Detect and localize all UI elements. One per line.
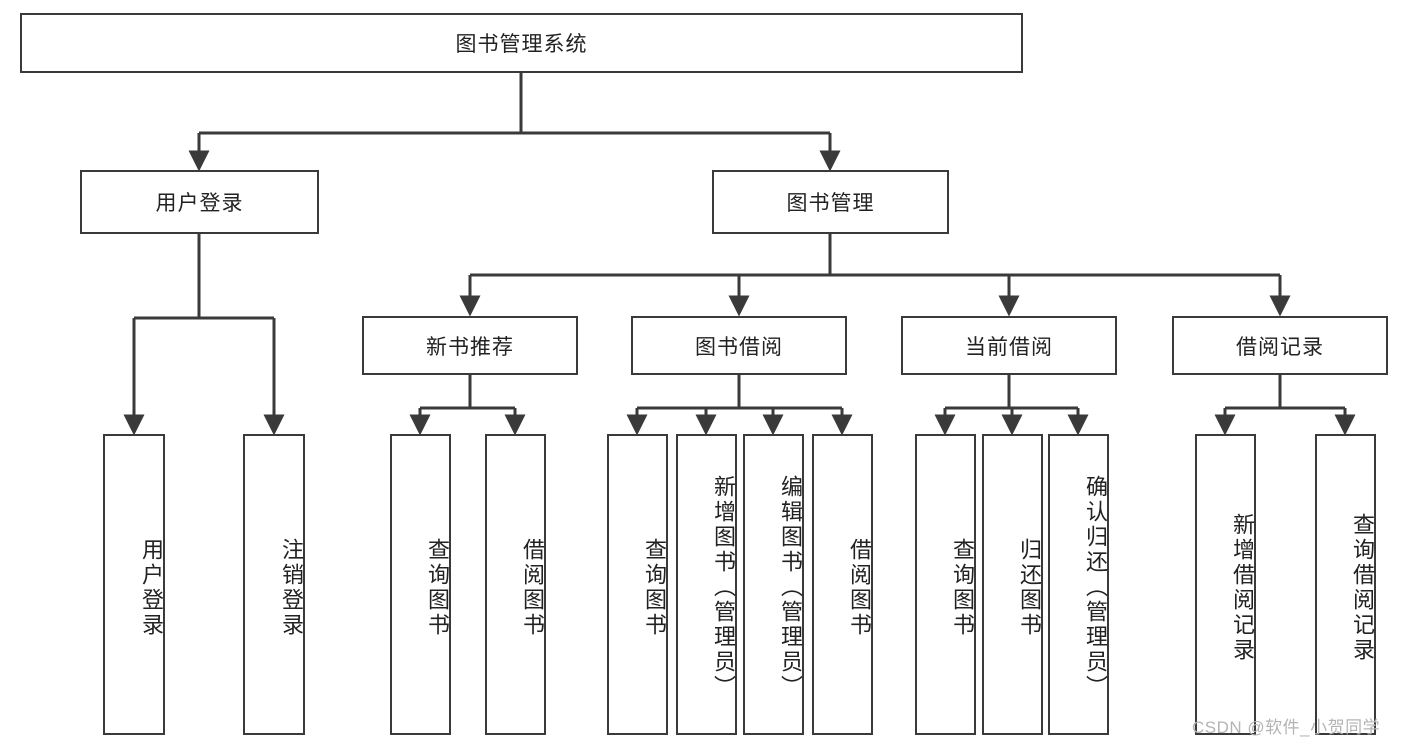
leaf-edit-book-admin[interactable]: 编辑图书（管理员） (743, 434, 804, 735)
leaf-logout[interactable]: 注销登录 (243, 434, 305, 735)
leaf-borrow-book-recommend[interactable]: 借阅图书 (485, 434, 546, 735)
leaf-query-book-recommend[interactable]: 查询图书 (390, 434, 451, 735)
node-label: 确认归还（管理员） (1083, 475, 1108, 700)
node-label: 编辑图书（管理员） (778, 475, 803, 700)
node-label: 归还图书 (1017, 537, 1042, 638)
node-label: 借阅图书 (847, 537, 872, 638)
node-book-borrow[interactable]: 图书借阅 (631, 316, 847, 375)
node-label: 查询图书 (950, 537, 975, 638)
node-label: 用户登录 (155, 192, 244, 215)
leaf-query-borrow-record[interactable]: 查询借阅记录 (1315, 434, 1376, 735)
node-label: 借阅记录 (1236, 335, 1324, 359)
leaf-add-book-admin[interactable]: 新增图书（管理员） (676, 434, 737, 735)
node-label: 借阅图书 (520, 537, 545, 638)
leaf-add-borrow-record[interactable]: 新增借阅记录 (1195, 434, 1256, 735)
node-label: 新书推荐 (426, 335, 514, 359)
node-label: 查询图书 (642, 537, 667, 638)
leaf-query-book-current[interactable]: 查询图书 (915, 434, 976, 735)
node-label: 当前借阅 (965, 335, 1053, 359)
node-label: 查询图书 (425, 537, 450, 638)
leaf-user-login[interactable]: 用户登录 (103, 434, 165, 735)
leaf-confirm-return-admin[interactable]: 确认归还（管理员） (1048, 434, 1109, 735)
csdn-watermark: CSDN @软件_小贺同学 (1192, 718, 1381, 737)
node-borrow-record[interactable]: 借阅记录 (1172, 316, 1388, 375)
node-label: 图书管理 (786, 192, 875, 215)
node-label: 查询借阅记录 (1350, 512, 1375, 663)
node-label: 新增图书（管理员） (711, 475, 736, 700)
node-label: 图书借阅 (695, 335, 783, 359)
node-label: 注销登录 (279, 537, 304, 638)
leaf-borrow-book[interactable]: 借阅图书 (812, 434, 873, 735)
node-book-management[interactable]: 图书管理 (712, 170, 949, 234)
node-new-book-recommend[interactable]: 新书推荐 (362, 316, 578, 375)
node-book-management-system[interactable]: 图书管理系统 (20, 13, 1023, 73)
leaf-query-book-borrow[interactable]: 查询图书 (607, 434, 668, 735)
leaf-return-book[interactable]: 归还图书 (982, 434, 1043, 735)
node-user-login[interactable]: 用户登录 (80, 170, 319, 234)
node-current-borrow[interactable]: 当前借阅 (901, 316, 1117, 375)
node-label: 用户登录 (139, 537, 164, 638)
node-label: 新增借阅记录 (1230, 512, 1255, 663)
node-label: 图书管理系统 (455, 33, 588, 56)
